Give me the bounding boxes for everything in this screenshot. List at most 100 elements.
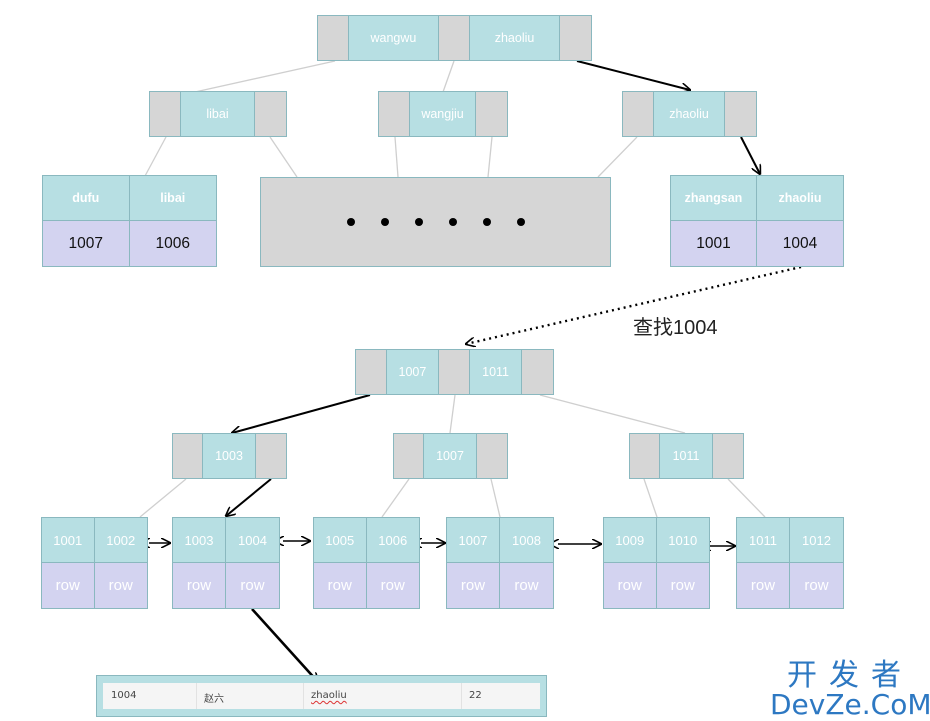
upper-tree-edges bbox=[144, 60, 638, 178]
root-key: 1011 bbox=[469, 350, 523, 394]
leaf-key: 1006 bbox=[366, 518, 419, 563]
leaf-value: 1004 bbox=[757, 221, 843, 266]
leaf-key: 1003 bbox=[173, 518, 226, 563]
leaf-key: libai bbox=[129, 176, 216, 221]
leaf-row: row bbox=[656, 563, 709, 608]
leaf-key: 1001 bbox=[42, 518, 95, 563]
leaf-key: 1004 bbox=[226, 518, 279, 563]
node-key: 1011 bbox=[660, 434, 713, 478]
pointer-cell bbox=[439, 16, 470, 60]
leaf-key: zhangsan bbox=[671, 176, 757, 221]
lower-leaf: 1005 1006 row row bbox=[313, 517, 420, 609]
pointer-cell bbox=[476, 434, 507, 478]
record-name: 赵六 bbox=[204, 694, 224, 705]
pointer-cell bbox=[560, 16, 591, 60]
leaf-row: row bbox=[94, 563, 147, 608]
watermark-logo: 开发者 DevZe.CoM bbox=[770, 650, 930, 721]
pointer-cell bbox=[318, 16, 349, 60]
record-id: 1004 bbox=[111, 690, 137, 701]
upper-internal-node: zhaoliu bbox=[622, 91, 757, 137]
pointer-cell bbox=[725, 92, 756, 136]
root-key: wangwu bbox=[348, 16, 440, 60]
pointer-cell bbox=[522, 350, 553, 394]
ellipsis-dot bbox=[448, 218, 457, 226]
leaf-row: row bbox=[500, 563, 553, 608]
lower-root-node: 1007 1011 bbox=[355, 349, 554, 395]
pointer-cell bbox=[255, 92, 286, 136]
lower-leaf: 1009 1010 row row bbox=[603, 517, 710, 609]
leaf-key: 1011 bbox=[737, 518, 790, 563]
node-key: 1007 bbox=[424, 434, 477, 478]
pointer-cell bbox=[712, 434, 743, 478]
leaf-key: dufu bbox=[43, 176, 130, 221]
pointer-cell bbox=[623, 92, 654, 136]
lower-leaf: 1007 1008 row row bbox=[446, 517, 554, 609]
record-row: 1004 赵六 zhaoliu 22 bbox=[103, 683, 540, 709]
node-key: wangjiu bbox=[409, 92, 477, 136]
ellipsis-dot bbox=[414, 218, 423, 226]
ellipsis-dot bbox=[346, 218, 355, 226]
leaf-key: zhaoliu bbox=[757, 176, 843, 221]
pointer-cell bbox=[476, 92, 507, 136]
leaf-row: row bbox=[173, 563, 226, 608]
node-key: 1003 bbox=[203, 434, 256, 478]
lower-internal-node: 1011 bbox=[629, 433, 744, 479]
lower-internal-node: 1003 bbox=[172, 433, 287, 479]
pointer-cell bbox=[394, 434, 425, 478]
search-label: 查找1004 bbox=[633, 317, 718, 339]
pointer-cell bbox=[173, 434, 204, 478]
record-row-panel: 1004 赵六 zhaoliu 22 bbox=[96, 675, 547, 717]
pointer-cell bbox=[379, 92, 410, 136]
leaf-row: row bbox=[314, 563, 367, 608]
node-key: libai bbox=[180, 92, 256, 136]
leaf-key: 1009 bbox=[604, 518, 657, 563]
leaf-row: row bbox=[790, 563, 843, 608]
lower-leaf: 1011 1012 row row bbox=[736, 517, 844, 609]
pointer-cell bbox=[356, 350, 387, 394]
leaf-key: 1002 bbox=[94, 518, 147, 563]
leaf-sibling-arrows bbox=[149, 541, 735, 546]
leaf-row: row bbox=[366, 563, 419, 608]
collapsed-nodes-ellipsis bbox=[260, 177, 611, 267]
record-age: 22 bbox=[469, 690, 482, 701]
watermark-line1: 开发者 bbox=[787, 658, 913, 693]
upper-leaf-left: dufu libai 1007 1006 bbox=[42, 175, 217, 267]
record-divider bbox=[196, 683, 197, 709]
lower-leaf: 1001 1002 row row bbox=[41, 517, 148, 609]
leaf-key: 1012 bbox=[790, 518, 843, 563]
upper-root-node: wangwu zhaoliu bbox=[317, 15, 592, 61]
leaf-row: row bbox=[604, 563, 657, 608]
pointer-cell bbox=[255, 434, 286, 478]
leaf-row: row bbox=[226, 563, 279, 608]
lower-leaf: 1003 1004 row row bbox=[172, 517, 280, 609]
lower-tree-edges bbox=[139, 394, 766, 518]
watermark-line2: DevZe.CoM bbox=[770, 688, 930, 721]
leaf-key: 1005 bbox=[314, 518, 367, 563]
record-username: zhaoliu bbox=[311, 690, 347, 701]
leaf-value: 1007 bbox=[43, 221, 130, 266]
upper-leaf-right: zhangsan zhaoliu 1001 1004 bbox=[670, 175, 844, 267]
pointer-cell bbox=[439, 350, 470, 394]
leaf-key: 1007 bbox=[447, 518, 500, 563]
ellipsis-dot bbox=[516, 218, 525, 226]
leaf-row: row bbox=[737, 563, 790, 608]
ellipsis-dot bbox=[482, 218, 491, 226]
node-key: zhaoliu bbox=[653, 92, 726, 136]
leaf-key: 1010 bbox=[656, 518, 709, 563]
ellipsis-dot bbox=[380, 218, 389, 226]
record-divider bbox=[303, 683, 304, 709]
root-key: 1007 bbox=[386, 350, 440, 394]
leaf-value: 1006 bbox=[129, 221, 216, 266]
pointer-cell bbox=[150, 92, 181, 136]
leaf-row: row bbox=[447, 563, 500, 608]
leaf-value: 1001 bbox=[671, 221, 757, 266]
upper-internal-node: libai bbox=[149, 91, 287, 137]
lower-internal-node: 1007 bbox=[393, 433, 508, 479]
leaf-key: 1008 bbox=[500, 518, 553, 563]
record-divider bbox=[461, 683, 462, 709]
upper-internal-node: wangjiu bbox=[378, 91, 508, 137]
pointer-cell bbox=[630, 434, 661, 478]
search-path-arrows bbox=[226, 60, 760, 682]
root-key: zhaoliu bbox=[469, 16, 561, 60]
